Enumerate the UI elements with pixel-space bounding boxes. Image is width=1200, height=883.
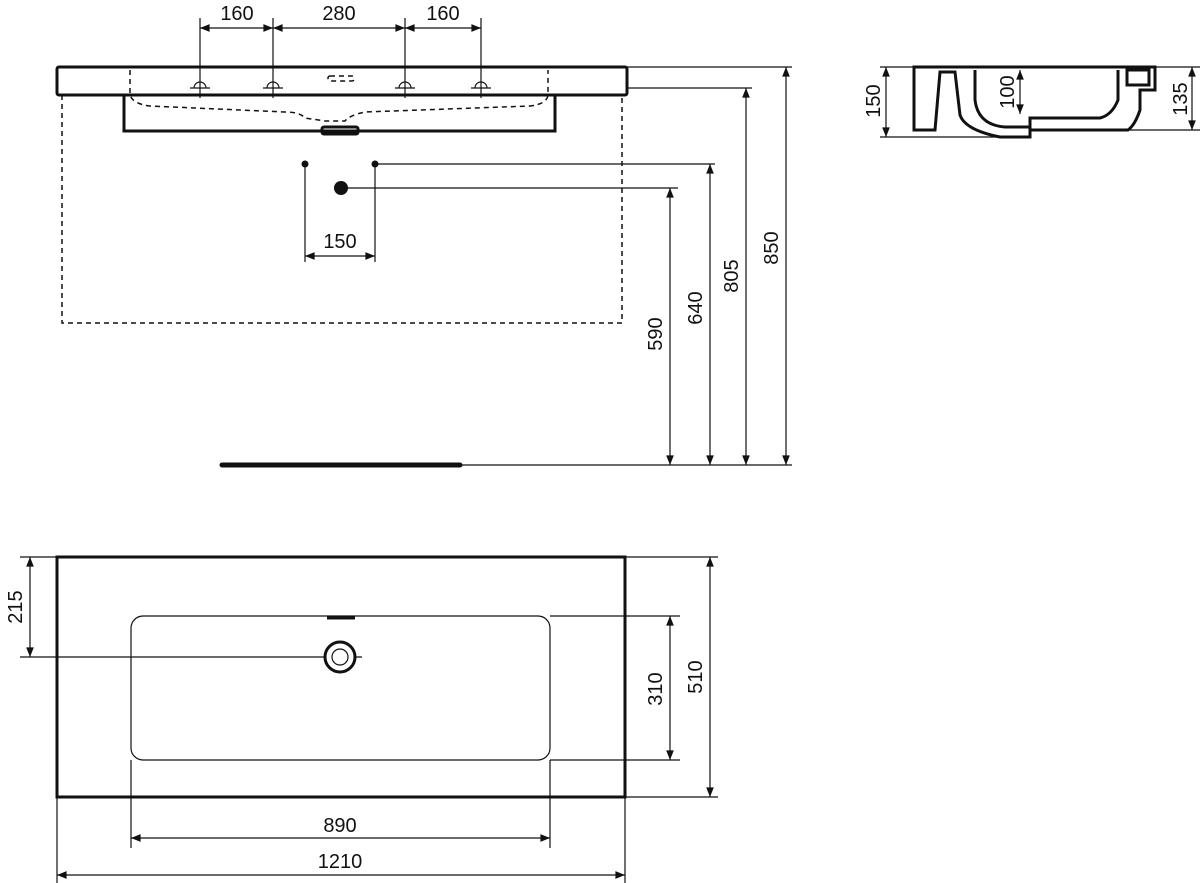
dim-850: 850 (761, 231, 783, 264)
dim-510: 510 (685, 660, 707, 693)
dim-side-150: 150 (863, 84, 885, 117)
drain (323, 640, 357, 674)
dim-waste-spacing: 150 (323, 231, 356, 253)
dim-side-100: 100 (997, 75, 1019, 108)
dim-590: 590 (645, 317, 667, 350)
bowl-top-outline (130, 615, 551, 761)
basin-top-outline (55, 555, 627, 799)
vanity-outline (61, 95, 623, 324)
basin-rim (55, 65, 629, 97)
dim-1210: 1210 (318, 851, 363, 873)
dim-tap-center: 280 (322, 3, 355, 25)
basin-body (122, 95, 557, 133)
tap-holes (190, 81, 491, 89)
dim-805: 805 (721, 259, 743, 292)
dim-640: 640 (685, 291, 707, 324)
dim-tap-left: 160 (220, 3, 253, 25)
dim-side-135: 135 (1170, 82, 1192, 115)
side-view: 150 100 135 (863, 65, 1200, 139)
top-view: 215 310 510 890 1210 (5, 555, 718, 883)
dim-215: 215 (5, 590, 27, 623)
dim-tap-right: 160 (426, 3, 459, 25)
dim-890: 890 (323, 815, 356, 837)
dim-310: 310 (645, 672, 667, 705)
side-profile (912, 65, 1157, 139)
bowl-hidden-outline (129, 70, 549, 122)
front-view: 160 280 160 150 590 640 805 850 (55, 3, 792, 468)
